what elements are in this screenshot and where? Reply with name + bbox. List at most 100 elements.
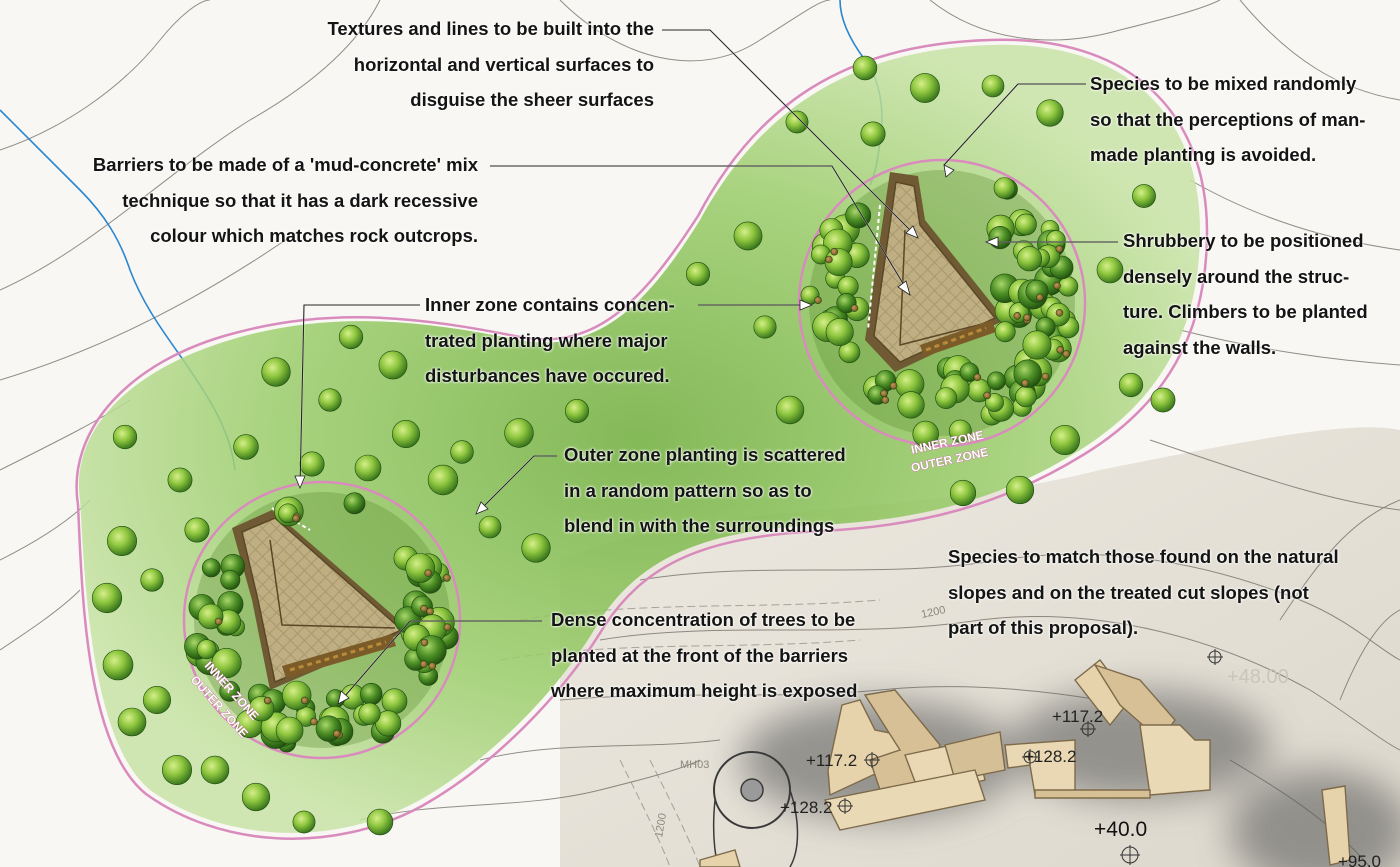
shrub bbox=[1062, 350, 1071, 358]
shrub bbox=[889, 381, 898, 390]
tree-canopy bbox=[987, 371, 1006, 391]
spot-level-a: +117.2 bbox=[806, 751, 857, 770]
tree-canopy bbox=[1022, 330, 1052, 360]
barrier-east bbox=[865, 172, 1005, 372]
tree-canopy bbox=[220, 569, 241, 590]
tree-canopy bbox=[201, 558, 221, 578]
note-species-match: Species to match those found on the natu… bbox=[948, 546, 1339, 638]
tree-canopy bbox=[985, 393, 1004, 412]
buildings bbox=[699, 659, 1351, 867]
tree-canopy bbox=[143, 685, 172, 714]
tree-canopy bbox=[184, 517, 210, 543]
tree-canopy bbox=[233, 434, 259, 460]
tree-canopy bbox=[140, 568, 164, 592]
spot-level-g: +95.0 bbox=[1338, 852, 1381, 867]
tree-canopy bbox=[112, 424, 138, 450]
shrub bbox=[420, 638, 429, 647]
shrub bbox=[1056, 346, 1064, 354]
tree-canopy bbox=[1036, 99, 1064, 127]
shrub bbox=[973, 373, 982, 382]
tree-canopy bbox=[1015, 385, 1037, 408]
tree-canopy bbox=[948, 419, 972, 443]
tree-canopy bbox=[117, 707, 147, 737]
tree-canopy bbox=[478, 515, 502, 539]
leader-arrowheads bbox=[294, 164, 999, 705]
note-species-mixed: Species to be mixed randomly so that the… bbox=[1090, 73, 1366, 165]
shrub bbox=[263, 696, 272, 705]
tree-canopy bbox=[381, 688, 408, 715]
shrub bbox=[1013, 311, 1022, 320]
tree-canopy bbox=[824, 248, 853, 277]
tree-canopy bbox=[318, 388, 342, 412]
shrub bbox=[426, 607, 434, 616]
spot-level-c: +117.2 bbox=[1052, 707, 1103, 726]
tree-canopy bbox=[375, 710, 402, 737]
tree-canopy bbox=[733, 221, 763, 251]
spot-level-b: +128.2 bbox=[780, 798, 832, 817]
contour-label-1200-b: 1200 bbox=[653, 812, 669, 838]
tree-canopy bbox=[981, 74, 1005, 98]
tree-canopy bbox=[1058, 276, 1079, 297]
tree-canopy bbox=[564, 398, 589, 423]
tree-canopy bbox=[211, 647, 242, 679]
tree-canopy bbox=[299, 451, 325, 477]
shrub bbox=[428, 662, 437, 670]
shrub bbox=[1053, 281, 1061, 290]
spot-level-f: +48.00 bbox=[1227, 666, 1289, 688]
spot-level-e: +40.0 bbox=[1094, 818, 1147, 841]
contour-label-1200-a: 1200 bbox=[920, 604, 946, 621]
shrub bbox=[424, 569, 433, 577]
shrub-planting bbox=[214, 245, 1071, 739]
tree-canopy bbox=[504, 418, 534, 448]
tree-canopy bbox=[427, 464, 459, 496]
tree-canopy bbox=[360, 682, 383, 706]
tree-canopy bbox=[282, 680, 312, 711]
tree-canopy bbox=[994, 321, 1016, 343]
tree-canopy bbox=[200, 755, 230, 785]
note-dense-trees: Dense concentration of trees to be plant… bbox=[551, 609, 858, 701]
tree-canopy bbox=[1150, 387, 1176, 413]
shrub bbox=[214, 617, 223, 626]
tree-canopy bbox=[378, 350, 408, 380]
shrub bbox=[983, 391, 991, 400]
tree-canopy bbox=[196, 639, 217, 660]
tree-canopy bbox=[405, 553, 436, 583]
tree-canopy bbox=[416, 635, 447, 666]
note-shrubbery: Shrubbery to be positioned densely aroun… bbox=[1123, 230, 1368, 358]
spot-level-d: +128.2 bbox=[1024, 747, 1076, 766]
tree-canopy bbox=[912, 420, 939, 448]
shrub bbox=[830, 247, 839, 256]
note-outer-zone: Outer zone planting is scattered in a ra… bbox=[564, 444, 846, 536]
shrub bbox=[310, 717, 318, 726]
tree-canopy bbox=[241, 782, 271, 812]
tree-canopy bbox=[354, 454, 382, 482]
tree-canopy bbox=[450, 440, 474, 464]
tree-canopy bbox=[521, 533, 551, 563]
tree-canopy bbox=[1118, 372, 1144, 398]
shrub bbox=[814, 296, 822, 305]
tree-canopy bbox=[1096, 256, 1124, 284]
note-textures: Textures and lines to be built into the … bbox=[327, 18, 654, 110]
tree-canopy bbox=[107, 525, 138, 556]
shrub bbox=[1041, 372, 1050, 381]
shrub bbox=[332, 729, 341, 738]
note-barriers: Barriers to be made of a 'mud-concrete' … bbox=[92, 154, 478, 246]
tree-canopy bbox=[338, 324, 364, 350]
barrier-west bbox=[232, 507, 410, 690]
tree-canopy bbox=[219, 680, 241, 702]
shrub bbox=[443, 623, 452, 632]
tree-canopy bbox=[785, 110, 809, 134]
tree-canopy bbox=[391, 419, 420, 448]
shrub bbox=[443, 574, 451, 582]
note-inner-zone: Inner zone contains concen- trated plant… bbox=[425, 294, 675, 386]
tree-canopy bbox=[292, 810, 316, 834]
shrub bbox=[300, 696, 309, 705]
tree-canopy bbox=[1132, 184, 1156, 208]
tree-canopy bbox=[162, 754, 193, 785]
tree-canopy bbox=[102, 649, 134, 681]
tree-canopy bbox=[910, 73, 940, 103]
shrub bbox=[1021, 379, 1029, 387]
tree-canopy bbox=[1050, 424, 1081, 455]
tree-canopy bbox=[1013, 359, 1042, 388]
